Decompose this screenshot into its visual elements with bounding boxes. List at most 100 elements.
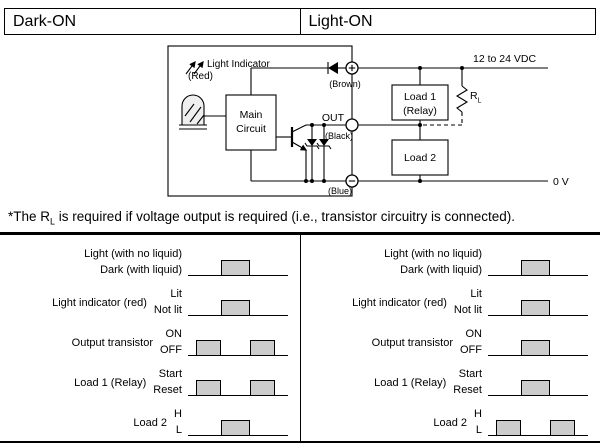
zener-diode-1-icon xyxy=(304,125,320,181)
timing-row-label: Light indicator (red) xyxy=(52,296,147,309)
timing-chart-light-on: Light (with no liquid) Dark (with liquid)… xyxy=(300,235,600,441)
waveform-baseline xyxy=(488,434,588,436)
waveform-pulse xyxy=(221,259,250,276)
note-text-pre: *The R xyxy=(8,209,51,224)
section-divider xyxy=(0,232,600,235)
waveform-track xyxy=(488,250,588,276)
timing-low-state-label: L xyxy=(475,424,482,436)
waveform-baseline xyxy=(188,394,288,396)
timing-high-state-label: ON xyxy=(465,328,483,340)
timing-state-labels: ON OFF xyxy=(460,329,482,356)
zener-diode-2-icon xyxy=(316,125,332,181)
timing-low-state-label: Reset xyxy=(153,384,182,396)
timing-row-label: Load 2 xyxy=(133,416,168,429)
rl-label: R xyxy=(470,90,478,102)
plus-terminal-icon xyxy=(345,61,359,75)
timing-chart-dark-on: Light (with no liquid) Dark (with liquid)… xyxy=(0,235,300,441)
timing-low-state-label: L xyxy=(175,424,182,436)
timing-row: Light (with no liquid) Dark (with liquid) xyxy=(307,249,588,276)
waveform-track xyxy=(188,330,288,356)
timing-row-label: Output transistor xyxy=(71,336,153,349)
main-circuit-label-1: Main xyxy=(240,109,263,121)
light-on-label: Light-ON xyxy=(308,12,373,30)
timing-high-state-label: H xyxy=(174,408,182,420)
timing-state-labels: Light (with no liquid) Dark (with liquid) xyxy=(84,249,182,276)
waveform-track xyxy=(488,290,588,316)
rl-label-sub: L xyxy=(478,98,482,105)
brown-wire-label: (Brown) xyxy=(329,79,361,89)
timing-row: Output transistor ON OFF xyxy=(6,329,288,356)
timing-high-state-label: Lit xyxy=(470,288,482,300)
waveform-pulse xyxy=(521,299,550,316)
timing-high-state-label: Lit xyxy=(170,288,182,300)
protection-diode-icon xyxy=(250,62,346,95)
mode-header-light-on: Light-ON xyxy=(299,9,596,34)
waveform-pulse xyxy=(221,419,250,436)
timing-row-label: Light indicator (red) xyxy=(352,296,447,309)
timing-state-labels: ON OFF xyxy=(160,329,182,356)
timing-low-state-label: Dark (with liquid) xyxy=(400,264,482,276)
waveform-track xyxy=(488,370,588,396)
zero-volt-label: 0 V xyxy=(553,176,569,188)
main-circuit-label-2: Circuit xyxy=(236,123,266,135)
timing-low-state-label: Dark (with liquid) xyxy=(100,264,182,276)
timing-state-labels: Light (with no liquid) Dark (with liquid) xyxy=(384,249,482,276)
timing-low-state-label: OFF xyxy=(160,344,182,356)
dark-on-label: Dark-ON xyxy=(13,12,77,30)
note-text-post: is required if voltage output is require… xyxy=(55,209,515,224)
timing-low-state-label: OFF xyxy=(460,344,482,356)
light-indicator-label: Light Indicator xyxy=(207,59,270,70)
timing-row: Output transistor ON OFF xyxy=(307,329,588,356)
mode-header-table: Dark-ON Light-ON xyxy=(4,8,596,35)
timing-low-state-label: Not lit xyxy=(153,304,182,316)
note-text-sub: L xyxy=(50,216,56,227)
rl-resistor-icon xyxy=(420,68,469,126)
timing-row-label: Load 2 xyxy=(433,416,468,429)
waveform-track xyxy=(488,330,588,356)
timing-high-state-label: Light (with no liquid) xyxy=(384,248,482,260)
black-wire-label: (Black) xyxy=(325,131,353,141)
load1-label-2: (Relay) xyxy=(403,105,437,117)
waveform-pulse xyxy=(221,299,250,316)
npn-transistor-icon xyxy=(276,124,308,181)
indicator-lamp-icon xyxy=(179,94,207,130)
waveform-pulse xyxy=(250,379,275,396)
waveform-pulse xyxy=(521,259,550,276)
load2-label: Load 2 xyxy=(404,152,436,164)
supply-voltage-label: 12 to 24 VDC xyxy=(473,53,536,65)
waveform-track xyxy=(188,370,288,396)
timing-row-label: Load 1 (Relay) xyxy=(374,376,447,389)
waveform-baseline xyxy=(188,354,288,356)
timing-charts: Light (with no liquid) Dark (with liquid)… xyxy=(0,235,600,443)
minus-terminal-icon xyxy=(345,174,359,188)
waveform-track xyxy=(188,250,288,276)
waveform-pulse xyxy=(250,339,275,356)
waveform-track xyxy=(188,290,288,316)
waveform-track xyxy=(488,410,588,436)
light-indicator-color-label: (Red) xyxy=(188,71,213,82)
out-label: OUT xyxy=(322,112,345,124)
waveform-track xyxy=(188,410,288,436)
out-terminal-icon xyxy=(345,118,359,132)
timing-high-state-label: Light (with no liquid) xyxy=(84,248,182,260)
output-circuit-diagram: Light Indicator (Red) Main Circuit xyxy=(0,36,600,208)
timing-row: Light (with no liquid) Dark (with liquid) xyxy=(6,249,288,276)
timing-high-state-label: ON xyxy=(165,328,183,340)
timing-high-state-label: H xyxy=(474,408,482,420)
blue-wire-label: (Blue) xyxy=(328,186,352,196)
timing-low-state-label: Reset xyxy=(453,384,482,396)
timing-row-label: Output transistor xyxy=(371,336,453,349)
